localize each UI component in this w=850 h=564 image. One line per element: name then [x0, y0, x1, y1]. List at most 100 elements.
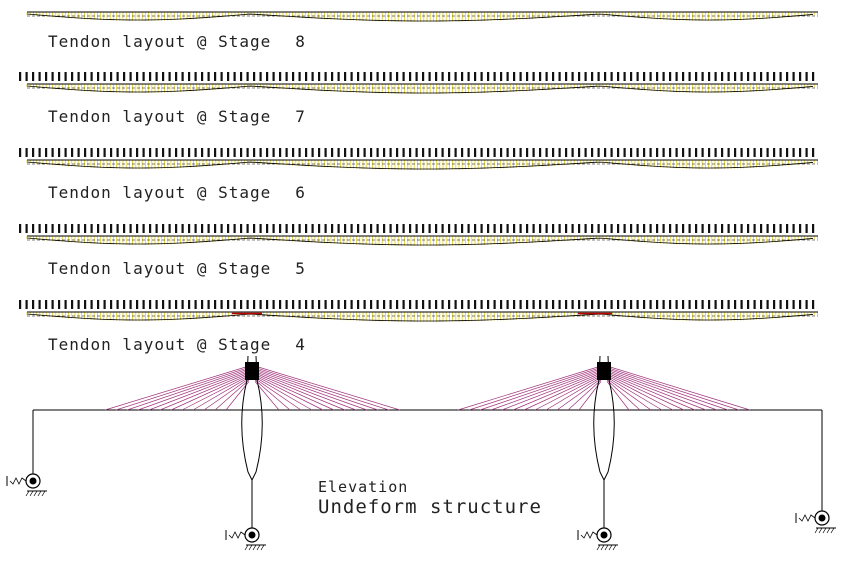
node-number-mark — [493, 300, 496, 309]
stay-cable — [606, 372, 696, 411]
node-number-mark — [64, 300, 67, 309]
node-number-mark — [617, 72, 620, 81]
node-number-mark — [363, 72, 366, 81]
node-number-mark — [45, 72, 48, 81]
node-number-mark — [805, 224, 808, 233]
node-number-mark — [363, 224, 366, 233]
node-number-mark — [103, 300, 106, 309]
node-number-mark — [441, 300, 444, 309]
node-number-mark — [350, 148, 353, 157]
node-number-mark — [734, 300, 737, 309]
node-number-mark — [298, 72, 301, 81]
node-number-mark — [201, 72, 204, 81]
node-number-mark — [272, 300, 275, 309]
node-number-mark — [805, 300, 808, 309]
ground-hatch — [25, 490, 30, 497]
node-number-mark — [721, 224, 724, 233]
ground-hatch — [600, 544, 605, 551]
node-number-mark — [695, 300, 698, 309]
tendon-layout-bands — [19, 11, 818, 322]
node-number-mark — [714, 224, 717, 233]
stage-number: 5 — [295, 259, 306, 278]
node-number-mark — [467, 300, 470, 309]
node-number-mark — [318, 300, 321, 309]
node-number-mark — [506, 148, 509, 157]
stage-number: 4 — [295, 335, 306, 354]
node-number-mark — [337, 72, 340, 81]
node-number-mark — [643, 224, 646, 233]
stay-cable — [523, 374, 602, 411]
node-number-mark — [643, 300, 646, 309]
node-number-mark — [565, 72, 568, 81]
spring — [9, 477, 27, 485]
node-number-mark — [344, 224, 347, 233]
node-number-mark — [805, 148, 808, 157]
node-number-mark — [292, 72, 295, 81]
node-number-mark — [565, 224, 568, 233]
node-number-mark — [539, 72, 542, 81]
node-number-mark — [149, 300, 152, 309]
node-number-mark — [103, 72, 106, 81]
node-number-mark — [285, 300, 288, 309]
support-core — [818, 514, 826, 522]
node-number-mark — [181, 224, 184, 233]
node-number-mark — [656, 72, 659, 81]
stay-cable — [254, 379, 291, 411]
node-number-mark — [812, 148, 815, 157]
node-number-mark — [487, 224, 490, 233]
node-number-mark — [84, 224, 87, 233]
node-number-mark — [58, 148, 61, 157]
pylon — [457, 355, 751, 528]
node-number-mark — [701, 148, 704, 157]
node-number-mark — [805, 72, 808, 81]
node-number-mark — [181, 148, 184, 157]
node-number-mark — [428, 224, 431, 233]
node-number-mark — [727, 224, 730, 233]
node-number-mark — [513, 148, 516, 157]
node-number-mark — [409, 224, 412, 233]
node-number-mark — [123, 72, 126, 81]
stage-label-text: Tendon layout @ Stage — [48, 183, 272, 202]
node-number-mark — [45, 224, 48, 233]
node-number-mark — [545, 224, 548, 233]
node-number-mark — [168, 148, 171, 157]
node-number-mark — [500, 148, 503, 157]
node-number-mark — [682, 148, 685, 157]
node-number-mark — [136, 148, 139, 157]
stay-cable — [254, 367, 390, 411]
node-number-mark — [285, 224, 288, 233]
node-number-mark — [448, 224, 451, 233]
node-number-mark — [155, 224, 158, 233]
elevation-subtitle: Undeform structure — [318, 496, 542, 518]
stay-cable — [254, 369, 368, 411]
node-number-mark — [318, 148, 321, 157]
tendon-band — [19, 300, 818, 322]
stay-cable — [606, 378, 652, 411]
node-number-mark — [188, 300, 191, 309]
node-number-mark — [58, 72, 61, 81]
node-number-mark — [727, 300, 730, 309]
node-number-mark — [318, 224, 321, 233]
node-number-mark — [669, 148, 672, 157]
node-number-mark — [58, 224, 61, 233]
node-number-mark — [740, 148, 743, 157]
node-number-mark — [298, 148, 301, 157]
node-number-mark — [584, 224, 587, 233]
node-number-mark — [727, 148, 730, 157]
ground-hatch — [818, 527, 823, 534]
node-number-mark — [194, 300, 197, 309]
node-number-mark — [363, 148, 366, 157]
node-number-mark — [90, 148, 93, 157]
node-number-mark — [103, 148, 106, 157]
node-number-mark — [630, 148, 633, 157]
node-number-mark — [25, 224, 28, 233]
node-number-mark — [188, 148, 191, 157]
stay-cable — [203, 378, 250, 411]
node-number-mark — [571, 224, 574, 233]
stay-cable — [254, 365, 401, 411]
node-number-mark — [149, 148, 152, 157]
node-number-mark — [259, 300, 262, 309]
node-number-mark — [682, 300, 685, 309]
node-number-mark — [695, 148, 698, 157]
node-number-mark — [708, 72, 711, 81]
